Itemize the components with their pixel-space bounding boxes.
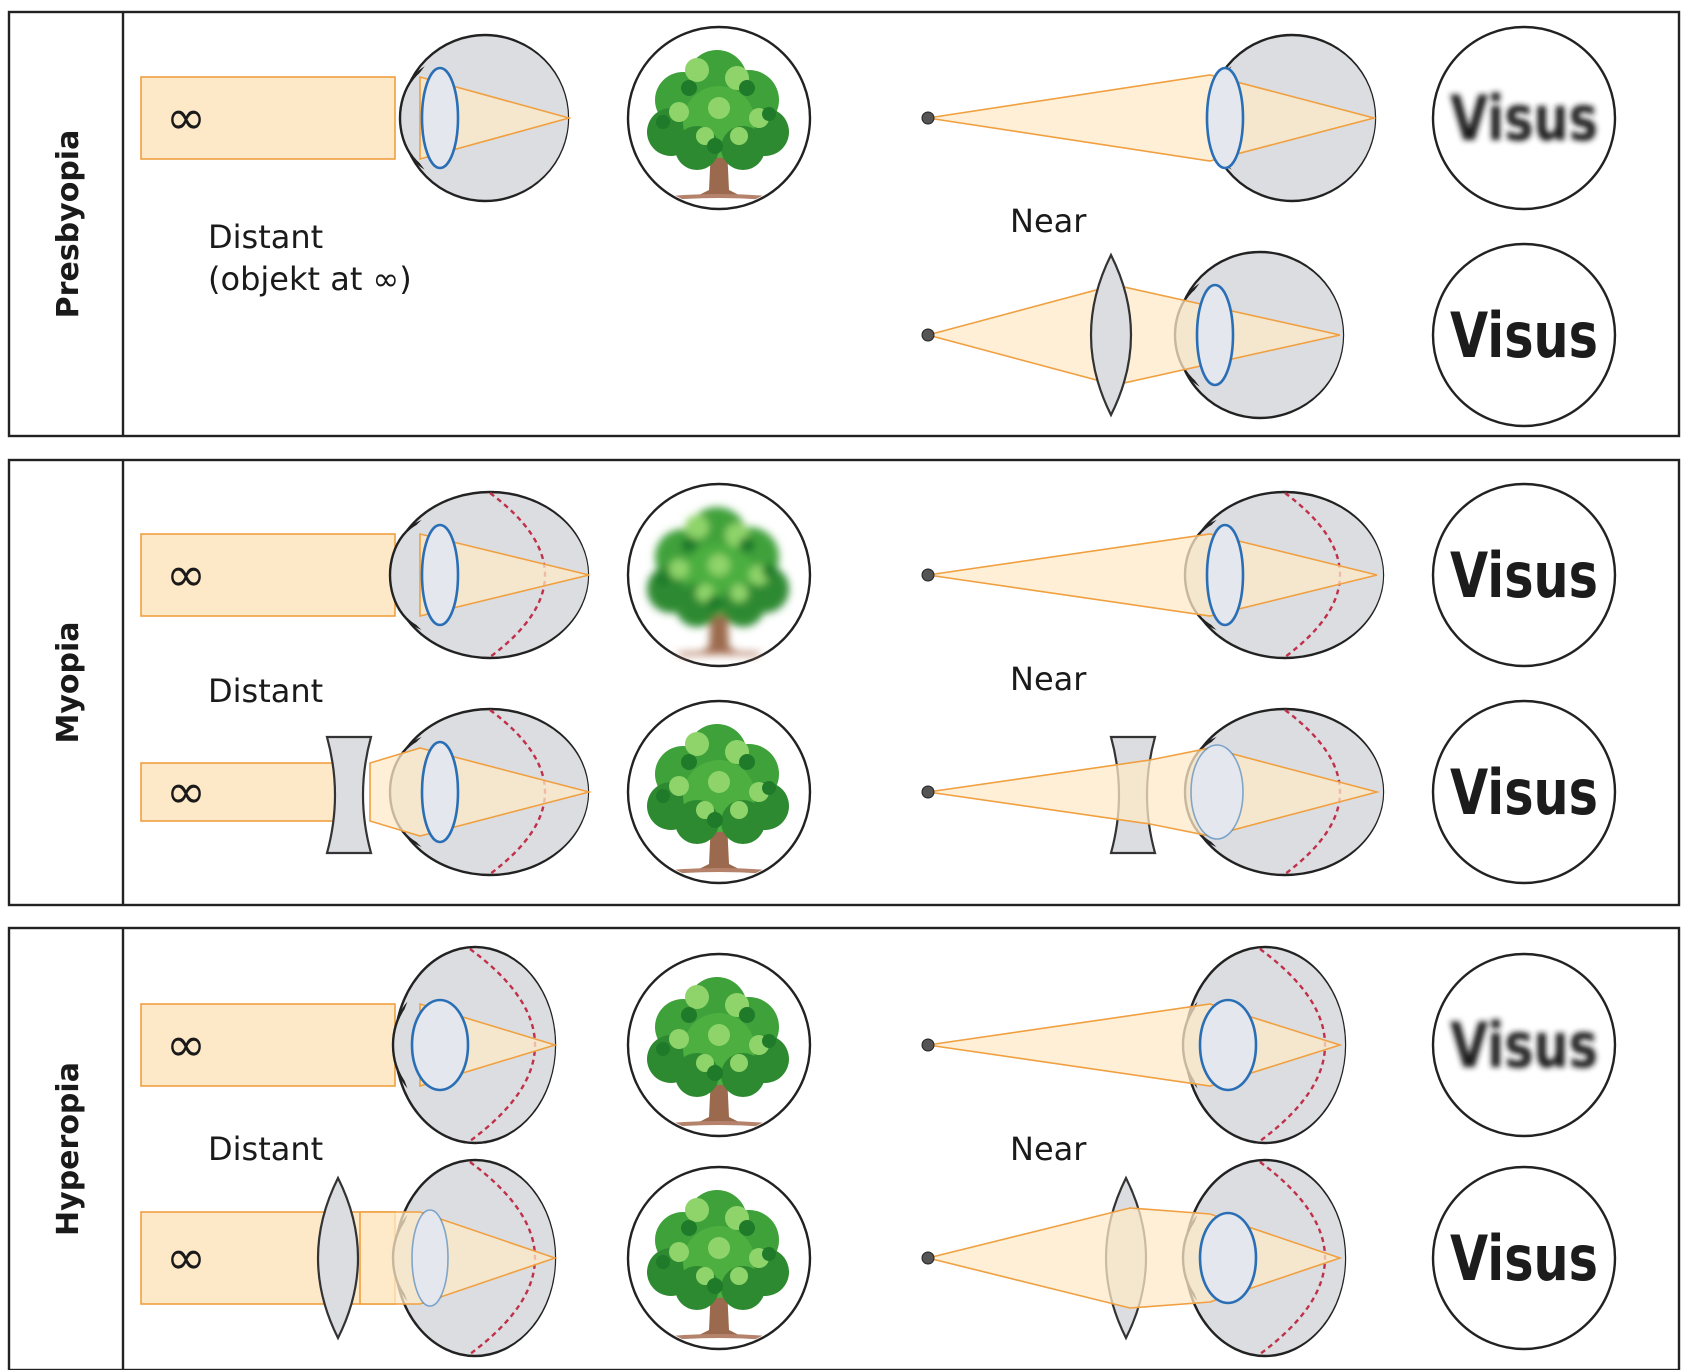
visus-text: Visus xyxy=(1450,539,1598,612)
panel-title: Hyperopia xyxy=(51,1062,86,1236)
crystalline-lens xyxy=(1195,283,1235,387)
near-label: Near xyxy=(1010,202,1087,240)
visus-text: Visus xyxy=(1450,756,1598,829)
visus-text: Visus xyxy=(1450,1009,1598,1082)
visus-view: Visus xyxy=(1431,25,1617,211)
convex-lens xyxy=(316,1176,360,1340)
panel-title: Myopia xyxy=(51,621,86,743)
light-cone xyxy=(927,74,1378,162)
view-circle xyxy=(1431,242,1617,428)
convex-lens xyxy=(1089,253,1133,417)
parallel-light-beam xyxy=(140,762,351,822)
visus-view: Visus xyxy=(1431,482,1617,668)
view-circle xyxy=(1431,482,1617,668)
view-circle xyxy=(1431,25,1617,211)
visus-view: Visus xyxy=(1431,1165,1617,1351)
light-cone xyxy=(419,532,590,618)
distant-label-sub: (objekt at ∞) xyxy=(208,260,412,298)
point-object xyxy=(921,785,935,799)
infinity-symbol: ∞ xyxy=(166,1230,206,1286)
panel-frame xyxy=(7,926,1681,1370)
view-circle xyxy=(1431,699,1617,885)
light-cone xyxy=(359,1211,558,1305)
near-label: Near xyxy=(1010,660,1087,698)
infinity-symbol: ∞ xyxy=(166,764,206,820)
visus-text: Visus xyxy=(1450,299,1598,372)
visus-text: Visus xyxy=(1450,1222,1598,1295)
tree-view xyxy=(626,25,812,211)
panel-presbyopia: Presbyopia xyxy=(7,10,1681,438)
panel-myopia: Myopia xyxy=(7,458,1681,907)
infinity-symbol: ∞ xyxy=(166,90,206,146)
parallel-light-beam xyxy=(140,1003,396,1087)
visus-view: Visus xyxy=(1431,699,1617,885)
crystalline-lens xyxy=(411,1209,449,1307)
tree-view xyxy=(626,952,812,1138)
crystalline-lens xyxy=(1190,744,1244,840)
point-object xyxy=(921,111,935,125)
visus-text: Visus xyxy=(1450,82,1598,155)
distant-label: Distant xyxy=(208,672,323,710)
tree-view xyxy=(626,1165,812,1351)
point-object xyxy=(921,568,935,582)
distant-label: Distant xyxy=(208,1130,323,1168)
crystalline-lens xyxy=(420,740,460,844)
tree-view xyxy=(626,699,812,885)
light-cone xyxy=(927,747,1381,837)
crystalline-lens xyxy=(420,66,460,170)
panel-title: Presbyopia xyxy=(51,130,86,319)
crystalline-lens xyxy=(1205,523,1245,627)
panel-hyperopia: Hyperopia xyxy=(7,926,1681,1370)
near-label: Near xyxy=(1010,1130,1087,1168)
parallel-light-beam xyxy=(140,76,396,160)
panel-frame xyxy=(7,10,1681,438)
crystalline-lens xyxy=(1198,1211,1258,1305)
visus-view: Visus xyxy=(1431,242,1617,428)
point-object xyxy=(921,1251,935,1265)
distant-label: Distant xyxy=(208,218,323,256)
view-circle xyxy=(1431,952,1617,1138)
infinity-symbol: ∞ xyxy=(166,1017,206,1073)
point-object xyxy=(921,1038,935,1052)
point-object xyxy=(921,328,935,342)
visus-view: Visus xyxy=(1431,952,1617,1138)
crystalline-lens xyxy=(420,523,460,627)
light-cone xyxy=(924,284,1341,386)
crystalline-lens xyxy=(410,998,470,1092)
panel-frame xyxy=(7,458,1681,907)
infinity-symbol: ∞ xyxy=(166,547,206,603)
parallel-light-beam xyxy=(140,533,396,617)
tree-view xyxy=(626,482,812,668)
view-circle xyxy=(1431,1165,1617,1351)
crystalline-lens xyxy=(1205,66,1245,170)
light-cone xyxy=(927,533,1378,617)
crystalline-lens xyxy=(1198,998,1258,1092)
